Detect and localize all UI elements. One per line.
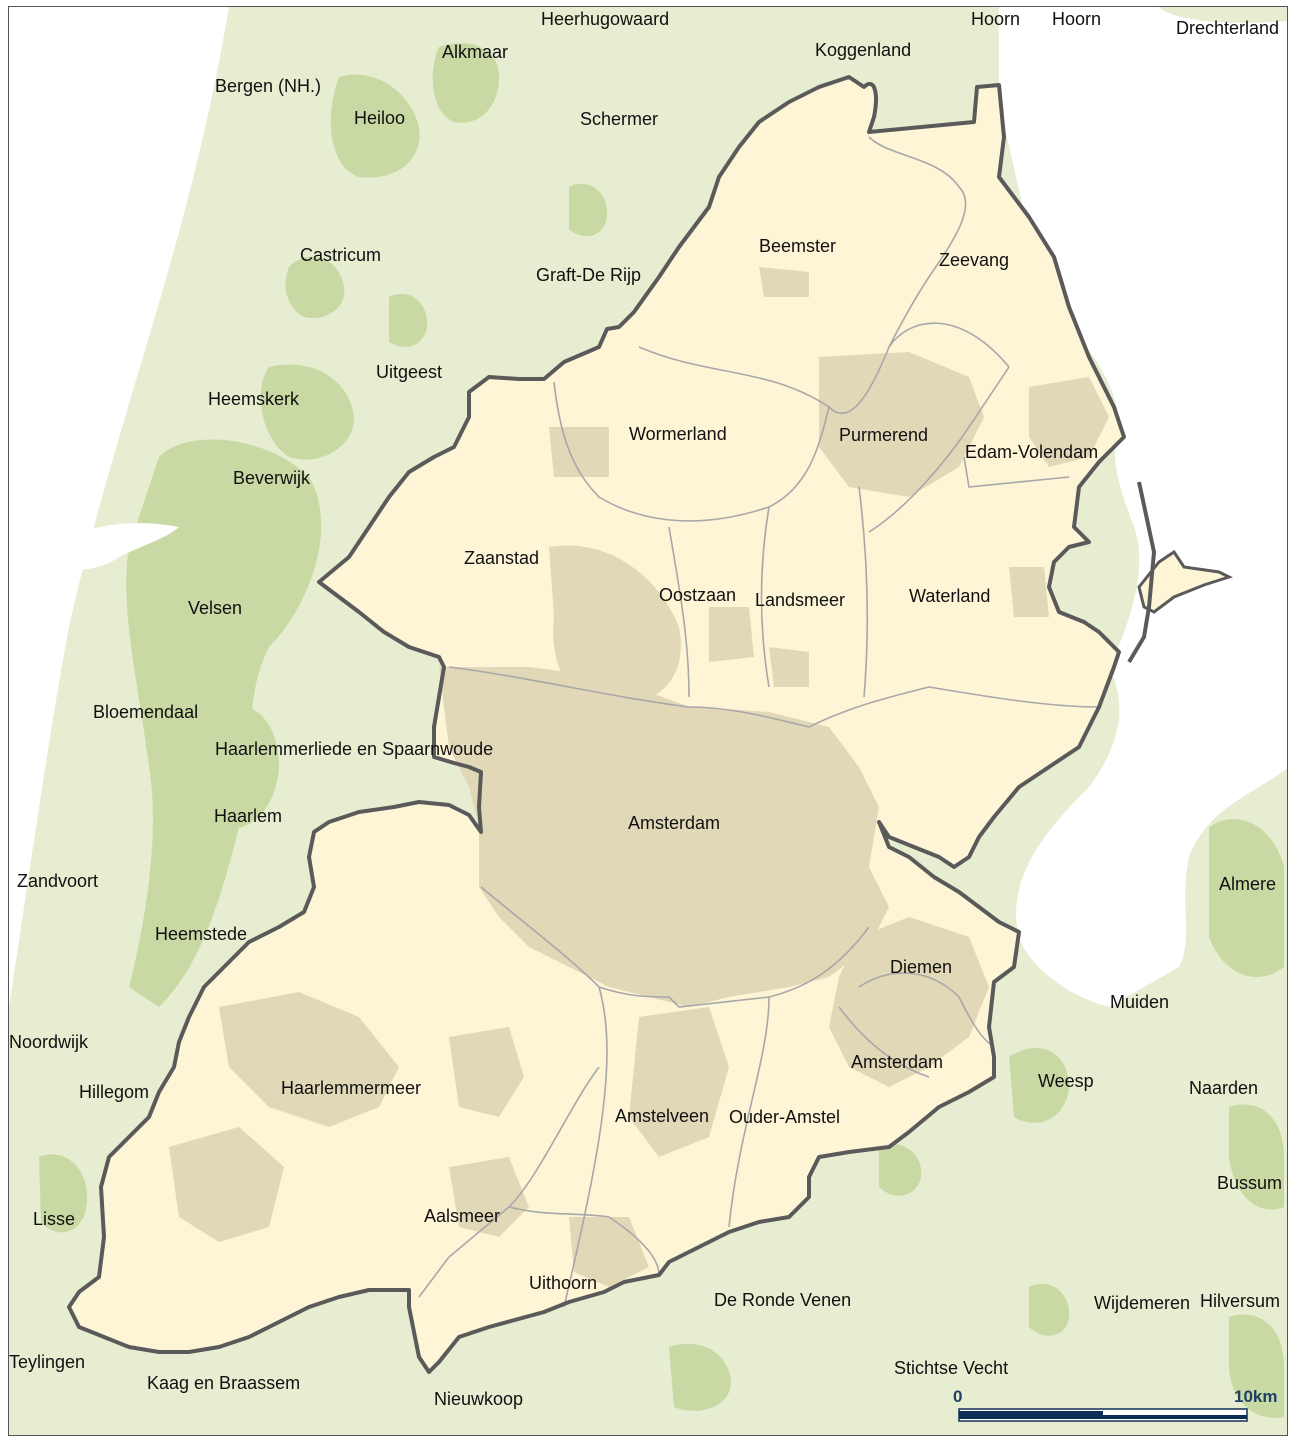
urban-areas <box>169 267 1109 1287</box>
label-purmerend: Purmerend <box>839 425 929 445</box>
label-uitgeest: Uitgeest <box>376 362 443 382</box>
label-schermer: Schermer <box>580 109 659 129</box>
scale-bar <box>958 1408 1248 1422</box>
label-koggenland: Koggenland <box>815 40 912 60</box>
label-zaanstad: Zaanstad <box>464 548 540 568</box>
label-amsterdam-zuidoost: Amsterdam <box>851 1052 944 1072</box>
label-zandvoort: Zandvoort <box>17 871 99 891</box>
label-almere: Almere <box>1219 874 1277 894</box>
label-alkmaar: Alkmaar <box>442 42 509 62</box>
label-edam-volendam: Edam-Volendam <box>965 442 1099 462</box>
label-hoorn-1: Hoorn <box>971 9 1021 29</box>
label-waterland: Waterland <box>909 586 991 606</box>
label-muiden: Muiden <box>1110 992 1170 1012</box>
region-outline <box>67 75 1126 1374</box>
label-beemster: Beemster <box>759 236 837 256</box>
label-wijdemeren: Wijdemeren <box>1094 1293 1191 1313</box>
label-drechterland: Drechterland <box>1176 18 1280 38</box>
label-hilversum: Hilversum <box>1200 1291 1281 1311</box>
label-noordwijk: Noordwijk <box>9 1032 89 1052</box>
label-heiloo: Heiloo <box>354 108 406 128</box>
label-oostzaan: Oostzaan <box>659 585 737 605</box>
label-amstelveen: Amstelveen <box>615 1106 710 1126</box>
label-hoorn-2: Hoorn <box>1052 9 1102 29</box>
label-velsen: Velsen <box>188 598 243 618</box>
label-ouder-amstel: Ouder-Amstel <box>729 1107 841 1127</box>
label-stichtse-vecht: Stichtse Vecht <box>894 1358 1009 1378</box>
label-bergen: Bergen (NH.) <box>215 76 322 96</box>
label-aalsmeer: Aalsmeer <box>424 1206 501 1226</box>
marken-dike <box>1127 481 1156 664</box>
label-castricum: Castricum <box>300 245 382 265</box>
label-diemen: Diemen <box>890 957 953 977</box>
scale-end-label: 10km <box>1234 1387 1278 1406</box>
label-heemstede: Heemstede <box>155 924 248 944</box>
label-heerhugowaard: Heerhugowaard <box>541 9 670 29</box>
label-teylingen: Teylingen <box>9 1352 86 1372</box>
label-kaag-en-braassem: Kaag en Braassem <box>147 1373 301 1393</box>
marken-peninsula <box>1137 549 1233 614</box>
label-bussum: Bussum <box>1217 1173 1283 1193</box>
label-nieuwkoop: Nieuwkoop <box>434 1389 524 1409</box>
label-lisse: Lisse <box>33 1209 76 1229</box>
label-naarden: Naarden <box>1189 1078 1259 1098</box>
map-canvas[interactable] <box>9 7 1288 1436</box>
label-beverwijk: Beverwijk <box>233 468 311 488</box>
label-graft-de-rijp: Graft-De Rijp <box>536 265 642 285</box>
label-landsmeer: Landsmeer <box>755 590 846 610</box>
label-heemskerk: Heemskerk <box>208 389 300 409</box>
label-haarlemmermeer: Haarlemmermeer <box>281 1078 422 1098</box>
label-haarlemmerliede: Haarlemmerliede en Spaarnwoude <box>215 739 494 759</box>
label-wormerland: Wormerland <box>629 424 727 444</box>
map-frame: Beemster Zeevang Wormerland Purmerend Ed… <box>8 6 1288 1436</box>
label-de-ronde-venen: De Ronde Venen <box>714 1290 852 1310</box>
label-bloemendaal: Bloemendaal <box>93 702 199 722</box>
municipal-borders <box>418 136 1100 1308</box>
label-hillegom: Hillegom <box>79 1082 150 1102</box>
label-uithoorn: Uithoorn <box>529 1273 598 1293</box>
label-haarlem: Haarlem <box>214 806 283 826</box>
forest-patches <box>39 43 1284 1418</box>
label-amsterdam: Amsterdam <box>628 813 721 833</box>
label-zeevang: Zeevang <box>939 250 1010 270</box>
label-weesp: Weesp <box>1038 1071 1094 1091</box>
scale-start-label: 0 <box>953 1387 963 1406</box>
